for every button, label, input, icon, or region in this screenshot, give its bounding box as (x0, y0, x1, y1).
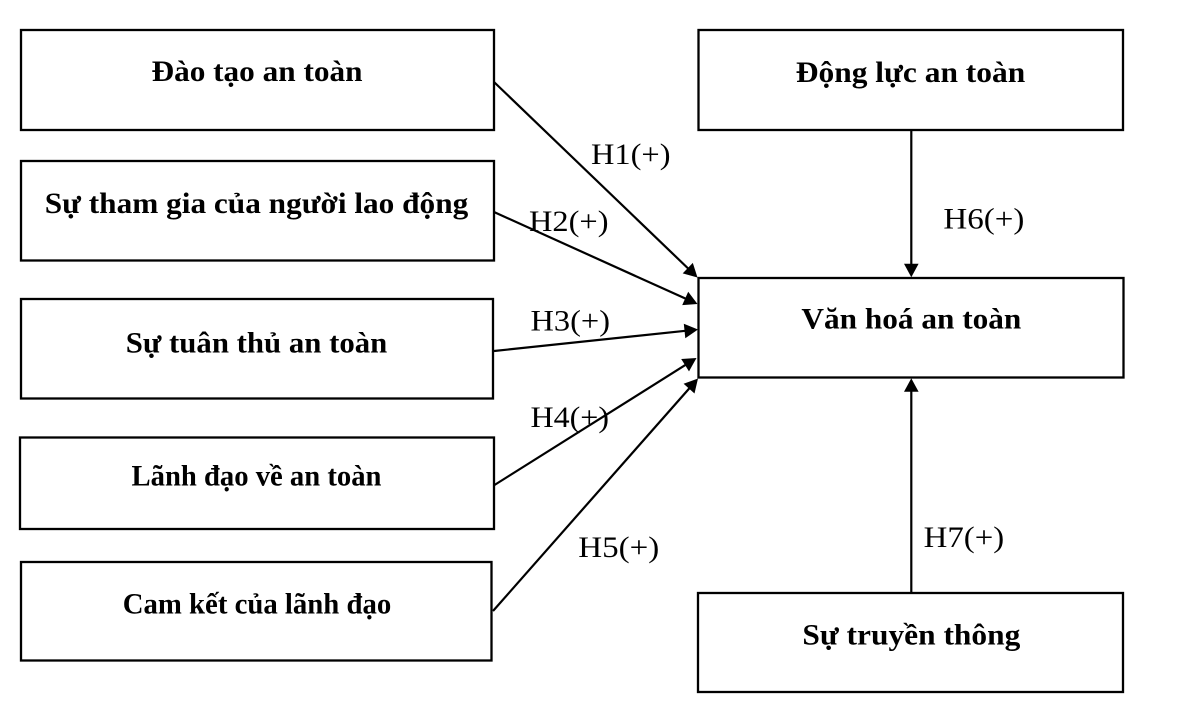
svg-text:Sự truyền thông: Sự truyền thông (802, 619, 1020, 652)
svg-text:H1(+): H1(+) (591, 138, 671, 171)
svg-text:Lãnh đạo về an toàn: Lãnh đạo về an toàn (132, 460, 382, 493)
svg-text:H3(+): H3(+) (531, 305, 611, 338)
svg-text:H5(+): H5(+) (578, 531, 659, 564)
svg-text:H2(+): H2(+) (529, 205, 609, 238)
svg-text:Sự tham gia của người lao động: Sự tham gia của người lao động (45, 187, 468, 220)
svg-text:Đào tạo an toàn: Đào tạo an toàn (152, 55, 363, 88)
svg-text:Văn hoá an toàn: Văn hoá an toàn (801, 303, 1021, 336)
svg-text:Cam kết của lãnh đạo: Cam kết của lãnh đạo (123, 588, 392, 621)
svg-text:Động lực an toàn: Động lực an toàn (796, 56, 1026, 89)
svg-text:Sự tuân thủ an toàn: Sự tuân thủ an toàn (126, 327, 388, 360)
svg-text:H4(+): H4(+) (531, 401, 610, 434)
svg-text:H6(+): H6(+) (943, 202, 1024, 235)
svg-text:H7(+): H7(+) (924, 521, 1005, 554)
